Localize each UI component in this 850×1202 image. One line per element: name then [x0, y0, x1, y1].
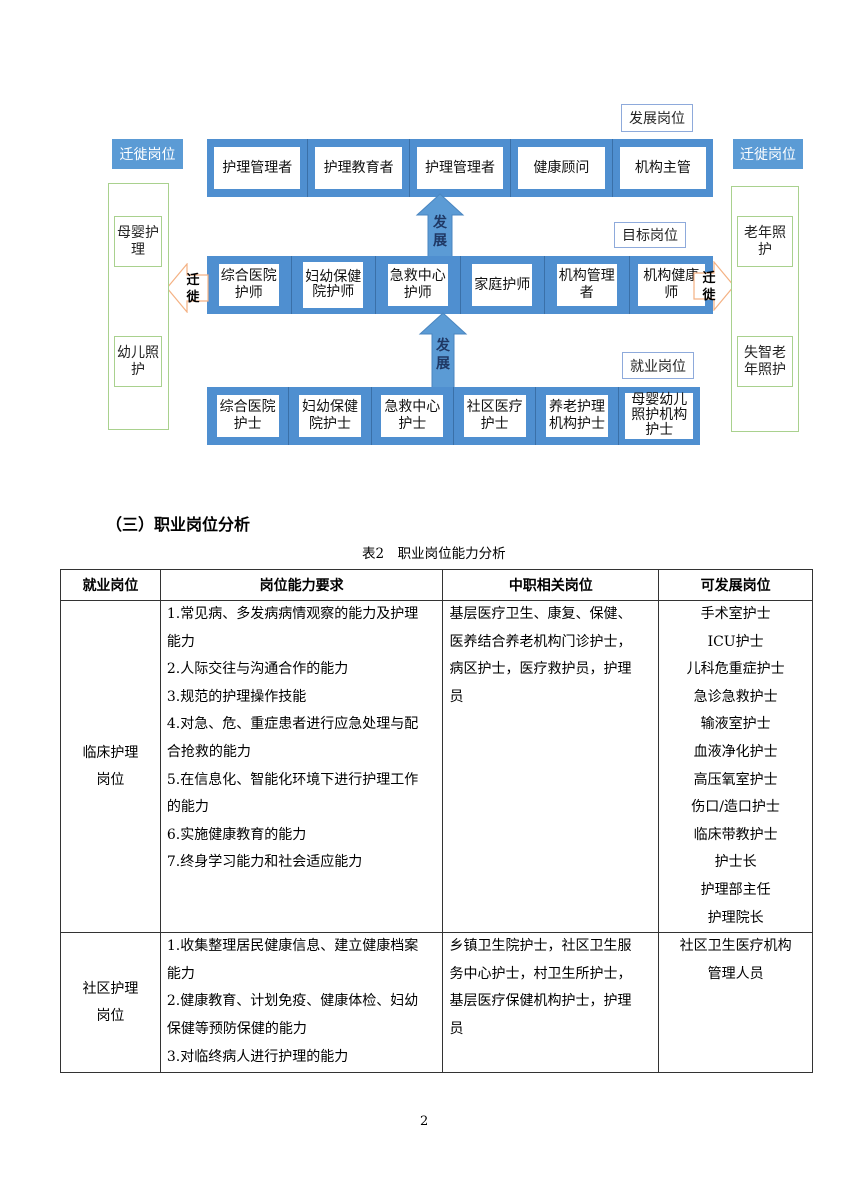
migration-box-left: 母婴护理	[114, 216, 162, 267]
right-migrate-arrow-icon	[693, 261, 735, 311]
column-header: 中职相关岗位	[442, 569, 660, 601]
position-box: 急救中心护士	[381, 395, 444, 437]
target-cell: 综合医院护师	[207, 256, 291, 314]
table-caption: 表2 职业岗位能力分析	[362, 546, 506, 562]
left-migrate-text: 迁徙	[186, 273, 200, 305]
column-header: 岗位能力要求	[159, 569, 444, 601]
employment-position-label: 就业岗位	[622, 352, 694, 379]
position-box: 母婴幼儿照护机构护士	[625, 392, 694, 440]
role-cell: 临床护理 岗位	[60, 599, 161, 934]
target-row: 综合医院护师 妇幼保健院护师 急救中心护师 家庭护师 机构管理者 机构健康师	[207, 256, 713, 314]
migration-box-right: 失智老年照护	[737, 336, 793, 387]
position-box: 机构主管	[619, 147, 706, 189]
position-box: 护理管理者	[214, 147, 301, 189]
requirements-cell: 1.收集整理居民健康信息、建立健康档案 能力 2.健康教育、计划免疫、健康体检、…	[159, 932, 444, 1074]
employment-cell: 社区医疗护士	[452, 387, 535, 445]
development-cell: 机构主管	[611, 139, 713, 197]
arrow-develop-text: 发展	[433, 215, 447, 249]
page-number: 2	[420, 1114, 429, 1129]
position-ability-table: 就业岗位 岗位能力要求 中职相关岗位 可发展岗位 临床护理 岗位 1.常见病、多…	[60, 569, 813, 1074]
employment-cell: 妇幼保健院护士	[288, 387, 370, 445]
migration-box-right: 老年照护	[737, 216, 793, 267]
development-row: 护理管理者 护理教育者 护理管理者 健康顾问 机构主管	[207, 139, 713, 197]
migration-box-left: 幼儿照护	[114, 336, 162, 387]
related-positions-cell: 基层医疗卫生、康复、保健、 医养结合养老机构门诊护士， 病区护士，医疗救护员，护…	[442, 599, 660, 934]
role-cell: 社区护理 岗位	[60, 932, 161, 1074]
position-box: 护理教育者	[315, 147, 402, 189]
develop-positions-cell: 社区卫生医疗机构 管理人员	[658, 932, 813, 1074]
position-box: 健康顾问	[518, 147, 605, 189]
position-box: 综合医院护士	[216, 395, 279, 437]
requirements-cell: 1.常见病、多发病病情观察的能力及护理 能力 2.人际交往与沟通合作的能力 3.…	[159, 599, 444, 934]
target-position-label: 目标岗位	[614, 222, 686, 248]
section-title: （三）职业岗位分析	[106, 515, 251, 534]
migration-position-label-left: 迁徙岗位	[112, 139, 183, 169]
development-position-label: 发展岗位	[621, 104, 693, 132]
position-box: 综合医院护师	[218, 264, 279, 306]
position-box: 妇幼保健院护士	[299, 395, 361, 437]
position-box: 养老护理机构护士	[546, 395, 608, 437]
table-row: 社区护理 岗位 1.收集整理居民健康信息、建立健康档案 能力 2.健康教育、计划…	[60, 932, 813, 1074]
column-header: 可发展岗位	[658, 569, 813, 601]
table-row: 临床护理 岗位 1.常见病、多发病病情观察的能力及护理 能力 2.人际交往与沟通…	[60, 599, 813, 934]
employment-cell: 养老护理机构护士	[535, 387, 617, 445]
related-positions-cell: 乡镇卫生院护士，社区卫生服 务中心护士，村卫生所护士， 基层医疗保健机构护士，护…	[442, 932, 660, 1074]
target-cell: 急救中心护师	[375, 256, 460, 314]
employment-cell: 急救中心护士	[370, 387, 453, 445]
development-cell: 护理教育者	[307, 139, 408, 197]
column-header: 就业岗位	[60, 569, 161, 601]
left-migrate-arrow-icon	[166, 263, 209, 313]
table-header-row: 就业岗位 岗位能力要求 中职相关岗位 可发展岗位	[60, 569, 813, 601]
employment-cell: 综合医院护士	[207, 387, 288, 445]
target-cell: 机构管理者	[544, 256, 629, 314]
migration-position-label-right: 迁徙岗位	[733, 139, 803, 169]
position-box: 护理管理者	[416, 147, 504, 189]
development-cell: 护理管理者	[207, 139, 307, 197]
up-arrow-icon	[415, 193, 465, 257]
target-cell: 家庭护师	[459, 256, 545, 314]
position-box: 机构管理者	[556, 264, 617, 306]
position-box: 急救中心护师	[387, 264, 448, 306]
development-cell: 护理管理者	[408, 139, 510, 197]
position-box: 妇幼保健院护师	[303, 261, 364, 309]
target-cell: 妇幼保健院护师	[290, 256, 376, 314]
position-box: 家庭护师	[472, 264, 533, 306]
employment-cell: 母婴幼儿照护机构护士	[617, 387, 700, 445]
position-box: 社区医疗护士	[463, 395, 526, 437]
employment-row: 综合医院护士 妇幼保健院护士 急救中心护士 社区医疗护士 养老护理机构护士 母婴…	[207, 387, 700, 445]
develop-positions-cell: 手术室护士 ICU护士 儿科危重症护士 急诊急救护士 输液室护士 血液净化护士 …	[658, 599, 813, 934]
right-migrate-text: 迁徙	[702, 271, 716, 303]
arrow-develop-text: 发展	[436, 338, 450, 372]
up-arrow-icon	[418, 312, 468, 388]
development-cell: 健康顾问	[510, 139, 611, 197]
